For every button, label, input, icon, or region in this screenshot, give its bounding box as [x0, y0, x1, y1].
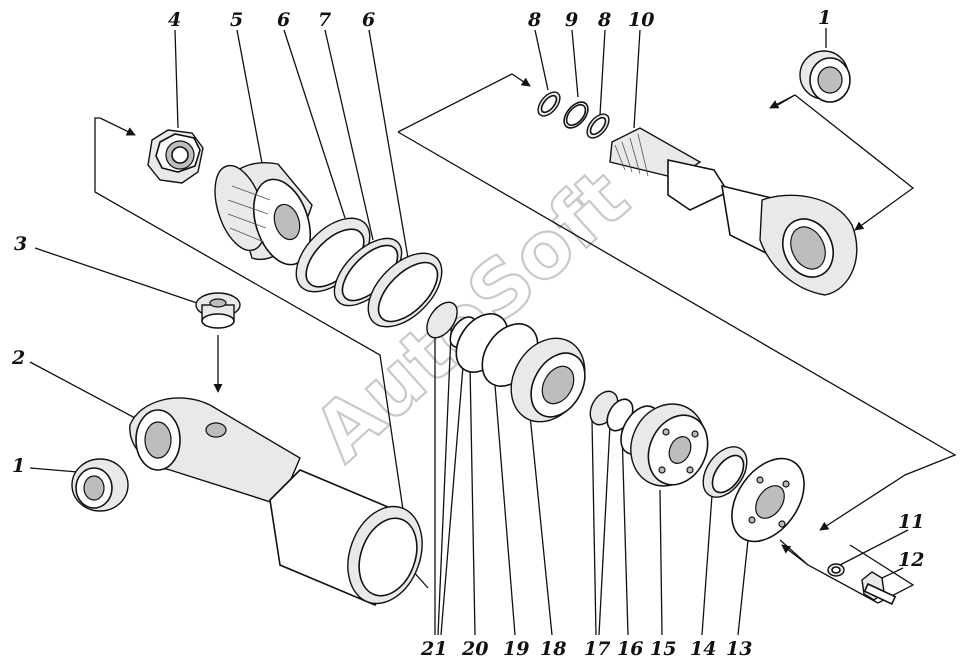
bushing-top-part [799, 50, 851, 103]
callout-label: 10 [628, 9, 654, 31]
callout-label: 4 [168, 9, 181, 31]
callout-label: 12 [898, 549, 924, 571]
grease-fitting-part [195, 292, 241, 329]
bolt-part [861, 571, 897, 605]
washer-part [827, 563, 845, 577]
guide-bush-part [510, 337, 586, 423]
callout-label: 6 [277, 9, 290, 31]
callout-label: 17 [584, 638, 610, 660]
callout-label: 1 [12, 455, 25, 477]
cover-part [630, 403, 709, 487]
leader-lines [29, 28, 909, 636]
arrow-bolt-to-flange [781, 544, 809, 566]
callout-label: 19 [503, 638, 529, 660]
callout-label: 7 [318, 9, 331, 31]
callout-label: 9 [565, 9, 578, 31]
callout-label: 3 [14, 233, 27, 255]
flange-plate-part [731, 457, 805, 543]
callout-label: 20 [461, 638, 488, 660]
cylinder-body-part [129, 397, 423, 607]
callout-label: 8 [527, 9, 541, 31]
small-rings-part [537, 91, 610, 139]
wiper-ring-part [702, 446, 748, 498]
arrow-to-rings-top [397, 73, 531, 133]
piston-part [214, 162, 313, 266]
bushing-left-part [71, 458, 129, 512]
bolt-box [779, 539, 915, 604]
callout-label: 18 [540, 638, 566, 660]
callout-label: 11 [898, 511, 924, 533]
callout-label: 15 [650, 638, 676, 660]
callout-label: 2 [11, 347, 25, 369]
callout-label: 5 [230, 9, 243, 31]
line-rod-to-flange [397, 131, 957, 531]
hex-nut-part [147, 129, 204, 184]
callout-label: 13 [726, 638, 752, 660]
piston-rings-part [295, 217, 443, 328]
callout-label: 21 [420, 638, 447, 660]
callout-label: 14 [690, 638, 716, 660]
arrow-to-bushing [769, 94, 796, 109]
rod-with-eye-part [609, 127, 858, 296]
callout-numbers: 4 5 6 7 6 8 9 8 10 1 3 2 1 11 12 21 20 1… [11, 7, 924, 660]
callout-label: 1 [818, 7, 831, 29]
callout-label: 16 [617, 638, 643, 660]
callout-label: 8 [597, 9, 611, 31]
callout-label: 6 [362, 9, 375, 31]
arrow-to-nut [99, 117, 136, 136]
